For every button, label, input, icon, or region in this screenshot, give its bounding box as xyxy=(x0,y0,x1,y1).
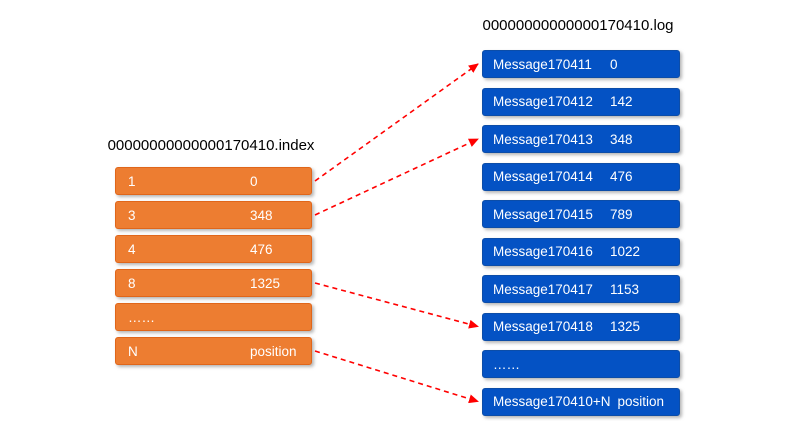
index-row-offset-cell: 3 xyxy=(128,207,136,223)
index-row-offset-cell: 8 xyxy=(128,275,136,291)
log-row-offset-cell: Message170411 xyxy=(493,56,592,72)
index-row: …… xyxy=(115,303,312,331)
log-row-position-cell: 476 xyxy=(610,169,633,184)
log-row-offset-cell: …… xyxy=(493,356,520,372)
log-row-offset-cell: Message170417 xyxy=(493,281,593,297)
log-row-position-cell: 1153 xyxy=(610,281,640,297)
log-row: Message170414 476 xyxy=(482,162,680,191)
log-row-offset-cell: Message170418 xyxy=(493,319,593,334)
index-row-offset-cell: 4 xyxy=(128,241,136,257)
log-file-title: 00000000000000170410.log xyxy=(482,17,674,34)
log-row: Message170412 142 xyxy=(482,87,680,116)
log-row: Message170417 1153 xyxy=(482,275,680,303)
log-row: …… xyxy=(482,350,680,378)
log-row: Message170415 789 xyxy=(482,200,680,228)
log-row: Message170411 0 xyxy=(482,50,680,78)
index-to-log-arrow xyxy=(314,63,479,182)
index-row-offset-cell: N xyxy=(128,343,138,359)
index-file-title: 00000000000000170410.index xyxy=(107,137,315,154)
log-row-position-cell: 1022 xyxy=(610,244,641,259)
log-row-position-cell: 142 xyxy=(610,94,633,109)
index-to-log-arrow xyxy=(314,138,479,216)
log-row-position-cell: position xyxy=(617,394,665,409)
index-row: 8 1325 xyxy=(115,269,312,297)
log-row-offset-cell: Message170414 xyxy=(493,169,593,184)
log-row: Message170416 1022 xyxy=(482,237,680,266)
index-row-position-cell: 348 xyxy=(250,207,273,223)
index-row: 3 348 xyxy=(115,201,312,229)
log-row: Message170418 1325 xyxy=(482,312,680,341)
log-row-offset-cell: Message170412 xyxy=(493,94,593,109)
index-row-position-cell: position xyxy=(250,343,297,359)
index-row-offset-cell: 1 xyxy=(128,173,136,189)
index-to-log-arrow xyxy=(314,282,479,329)
index-row-position-cell: 476 xyxy=(250,241,273,257)
index-row-position-cell: 1325 xyxy=(250,275,281,291)
index-row: 4 476 xyxy=(115,235,312,263)
index-row-position-cell: 0 xyxy=(250,173,258,189)
log-row-position-cell: 789 xyxy=(610,206,633,222)
index-to-log-arrow xyxy=(314,350,479,404)
log-row-position-cell: 1325 xyxy=(610,319,641,334)
log-row: Message170413 348 xyxy=(482,125,680,153)
log-row: Message170410+N position xyxy=(482,387,680,416)
log-row-position-cell: 0 xyxy=(610,56,618,72)
index-row-offset-cell: …… xyxy=(128,309,155,325)
log-row-offset-cell: Message170413 xyxy=(493,131,593,147)
log-row-offset-cell: Message170416 xyxy=(493,244,593,259)
log-row-position-cell: 348 xyxy=(610,131,633,147)
log-row-offset-cell: Message170415 xyxy=(493,206,593,222)
log-row-offset-cell: Message170410+N xyxy=(493,394,611,409)
